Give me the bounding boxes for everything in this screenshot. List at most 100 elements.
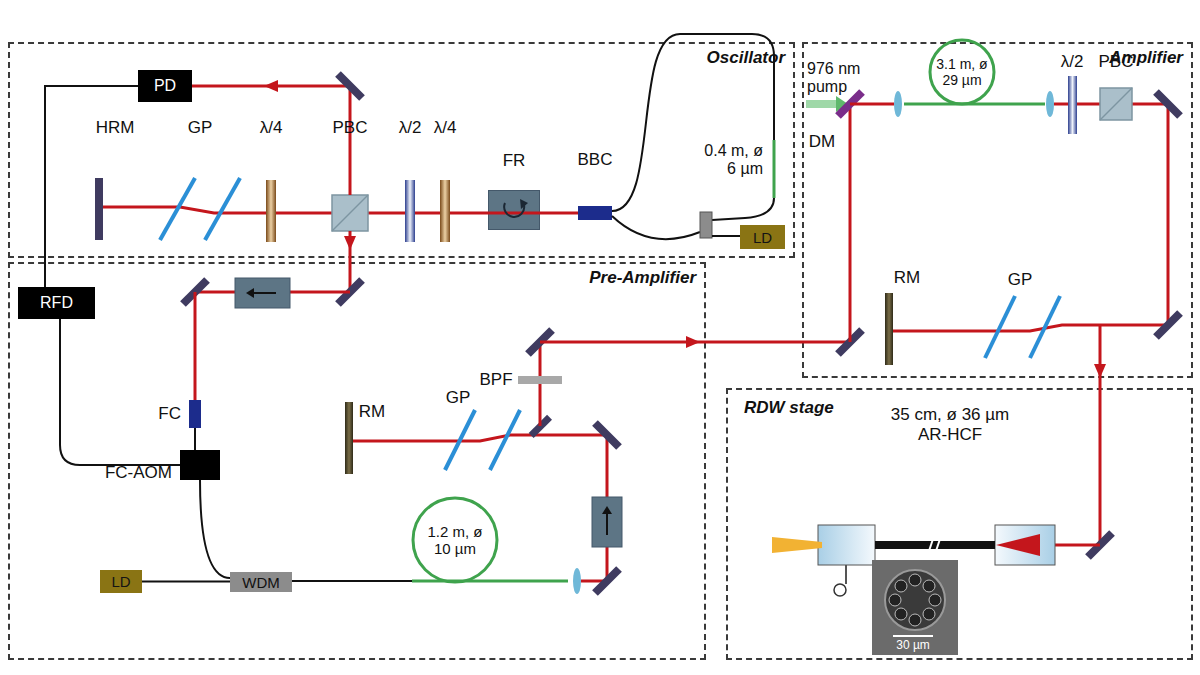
part-label: RM [359,402,385,422]
laser-beam [194,292,197,400]
gain-fiber [904,103,1045,106]
fiber [292,580,412,582]
rotator-box: FR [488,190,540,230]
rotator-arrowhead [520,199,528,209]
focused-beam [996,534,1040,556]
beam-splitter-cube [332,195,368,231]
coupler-box: BBC [578,206,612,220]
part-label: RM [894,268,920,288]
lens [1046,91,1054,117]
gain-fiber [773,140,776,198]
part-label: λ/2 [1061,52,1084,72]
capillary [923,608,935,620]
part-label: λ/2 [399,118,422,138]
fiber-cross-section [885,570,945,630]
gain-fiber-coil [930,40,994,104]
laser-diode-box: LD [100,570,142,593]
part-label: λ/4 [434,118,457,138]
glass-plate [205,178,240,240]
glass-plate [445,410,475,470]
gas-cell [818,525,875,565]
end-mirror [95,178,103,240]
capillary [889,594,901,606]
fiber-break [928,536,934,554]
part-label: GP [1008,270,1033,290]
laser-beam [353,435,607,581]
beam-arrow [264,80,278,92]
part-label: GP [446,388,471,408]
isolator [235,278,290,308]
fiber-connector [60,319,180,465]
mirror [335,71,365,101]
isolator-arrowhead [246,288,254,298]
capillary [895,580,907,592]
isolator [592,497,622,547]
modulator-box: FC-AOM [180,450,220,480]
scale-bar [893,635,933,637]
capillary [909,574,921,586]
part-label: DM [809,132,835,152]
part-label: PBC [1099,52,1134,72]
lens [894,91,902,117]
fiber-connector [194,428,196,450]
beam-arrow [1094,364,1106,378]
part-label: GP [188,118,213,138]
lens [573,568,581,594]
laser-beam [1099,325,1102,545]
roof-mirror [885,293,893,365]
beam-splitter-cube [1100,88,1132,120]
detector-box: PD [138,70,192,102]
mirror [1153,310,1183,340]
fiber-connector [142,581,230,583]
laser-diode-box: LD [740,225,785,249]
part-label: BPF [479,370,512,390]
bandpass-filter [518,376,562,384]
fiber [612,216,700,239]
hollow-core-fiber [875,541,995,549]
mirror [592,566,622,596]
part-label: 0.4 m, ø 6 µm [693,142,763,179]
box-label: RFD [40,294,73,312]
gain-fiber-coil [413,498,497,582]
glass-plate [985,296,1015,358]
sem-inset [872,560,958,655]
laser-beam [893,104,1168,331]
mirror [592,420,622,450]
capillary [923,580,935,592]
box-label: FR [503,151,526,171]
splitter-diagonal [332,195,368,231]
quarter-waveplate [440,180,450,242]
driver-box: RFD [18,287,95,319]
output-beam [772,537,822,553]
laser-beam [1050,544,1100,547]
section-title: Pre-Amplifier [589,268,696,288]
pressure-gauge [834,584,846,596]
part-label: 1.2 m, ø 10 µm [423,523,487,558]
box-label: PD [154,77,176,95]
fiber [712,235,740,237]
part-label: PBC [333,118,368,138]
box-label: FC [158,404,181,424]
fiber-coupler-box: FC [189,400,201,428]
gas-cell [995,525,1055,565]
box-label: WDM [242,574,280,591]
part-label: λ/4 [260,118,283,138]
isolator-arrow [606,512,608,535]
fiber-connector [45,86,138,287]
fiber-connector [200,480,230,578]
beam-arrow [344,236,356,250]
fiber-break [935,536,941,554]
laser-beam [850,103,894,106]
pump-beam [806,100,840,108]
glass-plate [160,178,195,240]
capillary [929,594,941,606]
box-label: LD [111,573,130,590]
isolator-arrowhead [602,506,612,514]
beam-arrow [686,336,700,348]
part-label: 976 nm pump [807,60,869,97]
laser-beam [849,104,852,342]
